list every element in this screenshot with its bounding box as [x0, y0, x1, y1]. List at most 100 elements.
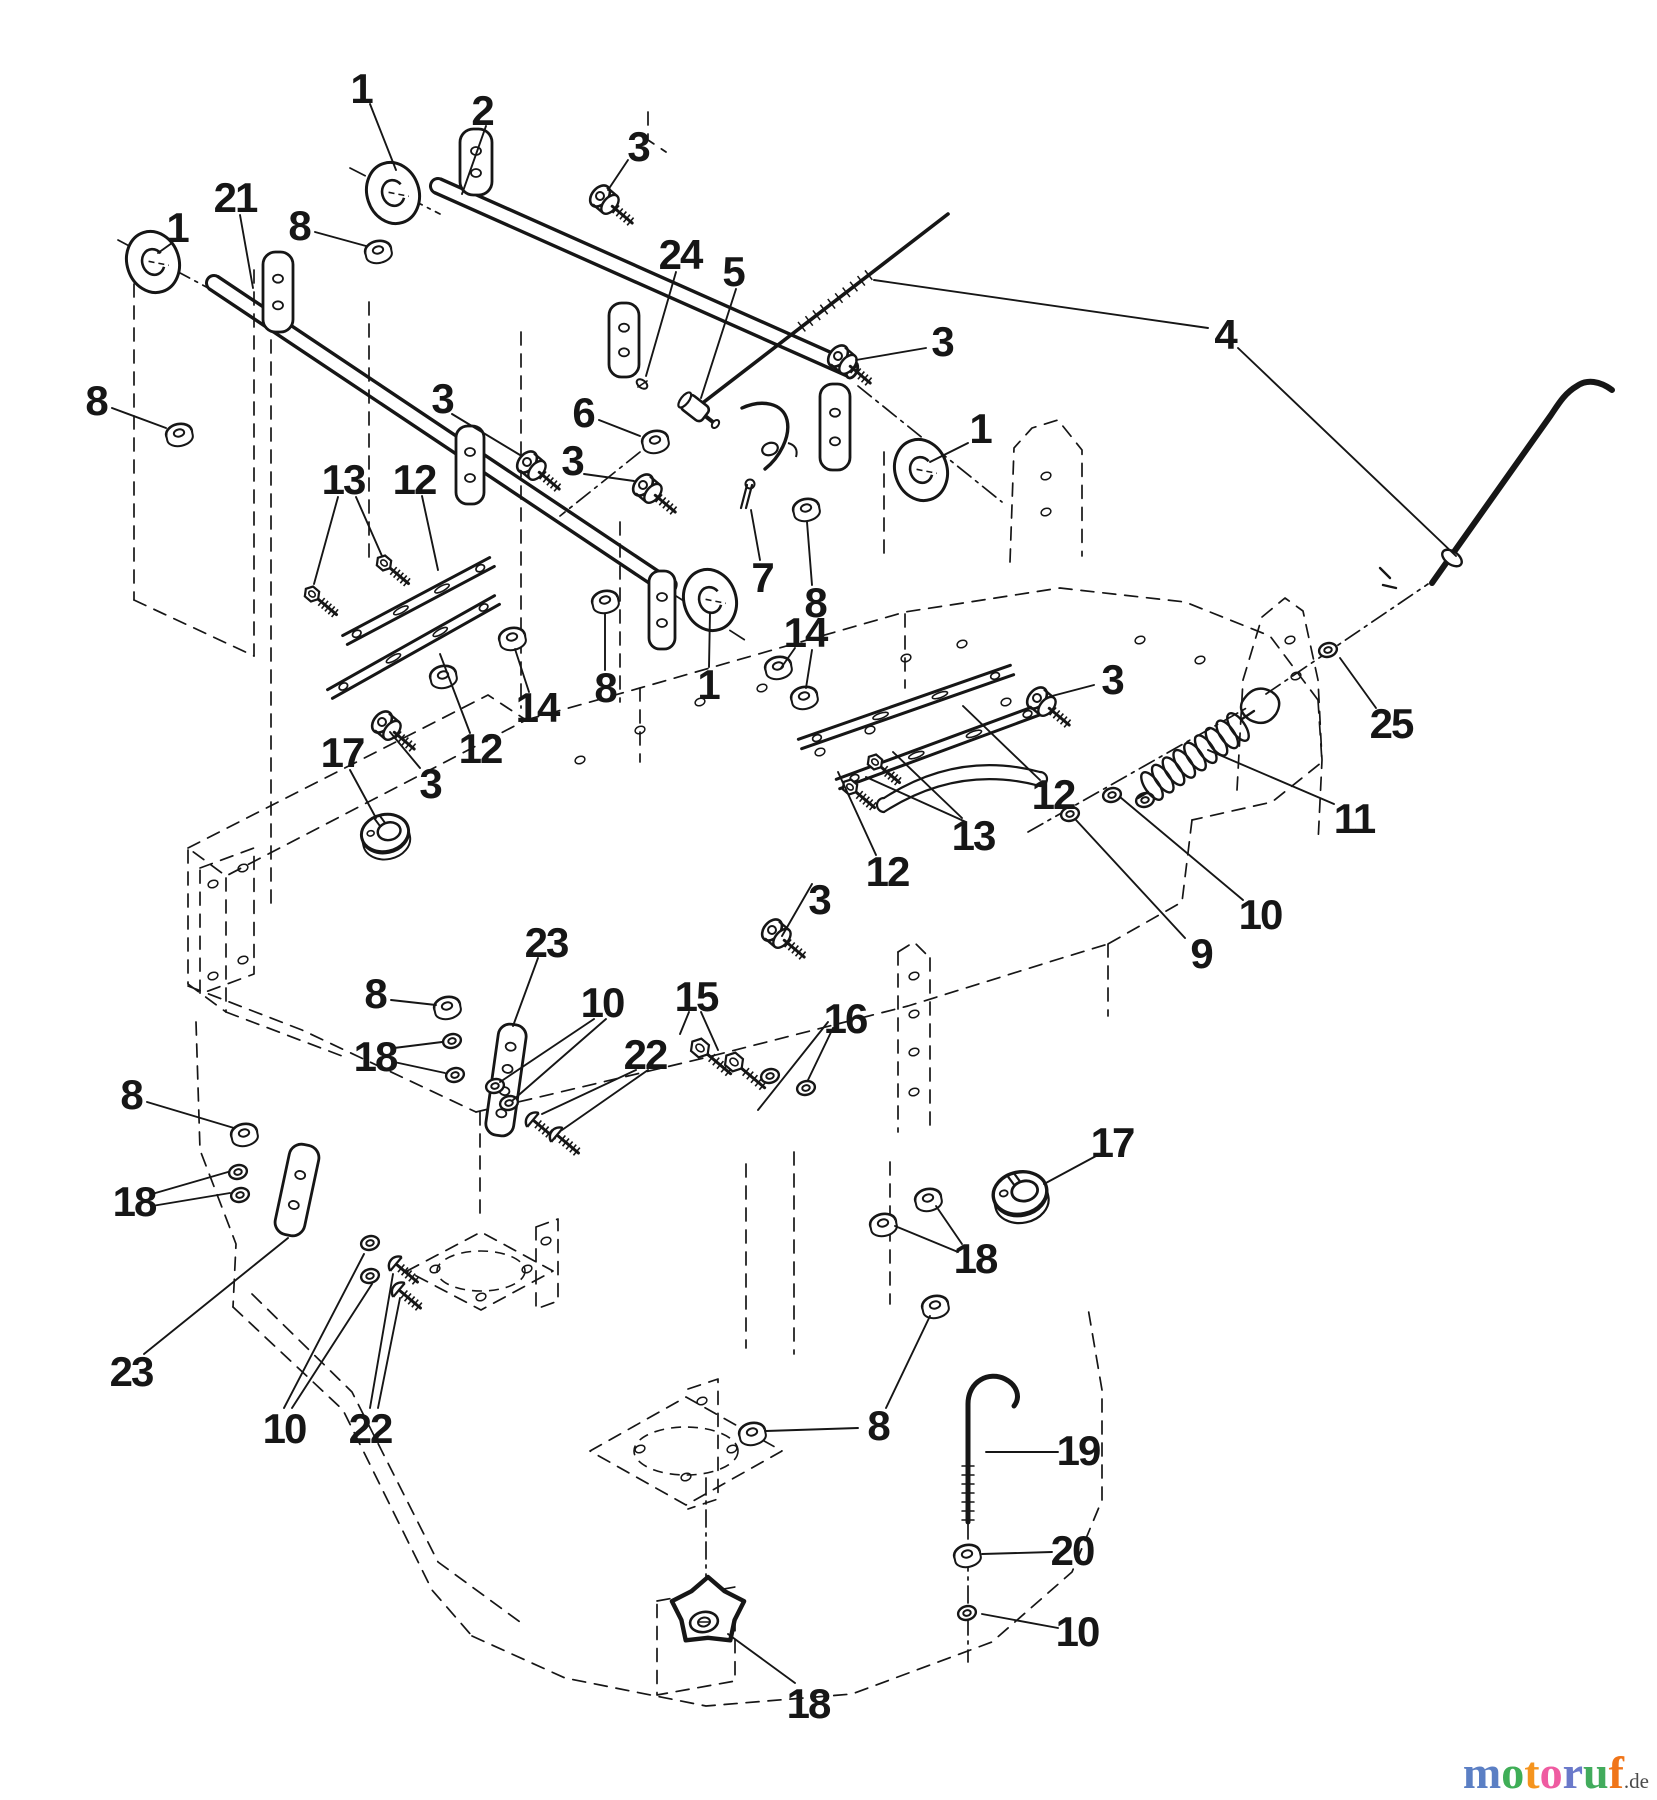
polyline: [535, 1218, 559, 1310]
line: [873, 279, 1209, 329]
line: [369, 1273, 394, 1409]
ellipse: [1065, 810, 1075, 818]
watermark-letter: f: [1608, 1747, 1624, 1798]
ellipse: [207, 879, 219, 889]
line: [389, 731, 421, 769]
ellipse: [1000, 697, 1012, 707]
ellipse: [900, 653, 912, 663]
polyline: [1087, 1307, 1103, 1501]
callout-10: 10: [1239, 891, 1282, 938]
ellipse: [962, 1609, 972, 1617]
line: [598, 419, 641, 437]
ellipse: [1101, 786, 1123, 804]
polyline: [1107, 819, 1193, 945]
shaft-collar-part: [991, 1170, 1050, 1225]
carriage-bolt-part: [548, 1126, 581, 1156]
callout-8: 8: [594, 664, 617, 711]
callout-18: 18: [354, 1033, 398, 1080]
callout-12: 12: [1032, 771, 1075, 818]
ellipse: [504, 1099, 514, 1107]
hex-bolt-part: [689, 1037, 733, 1077]
callout-1: 1: [350, 65, 373, 112]
roll-pin-part: [635, 378, 649, 390]
spacer-strip-part: [326, 594, 501, 700]
callout-8: 8: [288, 202, 311, 249]
line: [146, 1101, 235, 1129]
line: [929, 442, 969, 463]
callout-22: 22: [624, 1031, 667, 1078]
ellipse: [237, 863, 249, 873]
line: [1339, 657, 1377, 709]
line: [393, 1061, 446, 1074]
mounting-strap-part: [647, 569, 677, 651]
ellipse: [767, 925, 777, 935]
line: [151, 1171, 229, 1195]
mounting-strap-part: [818, 382, 852, 472]
polyline: [1191, 699, 1323, 821]
line: [349, 769, 377, 819]
ellipse: [795, 1079, 817, 1097]
line: [855, 347, 927, 361]
ellipse: [359, 1267, 381, 1285]
ellipse: [908, 1087, 920, 1097]
motoruf-watermark-logo[interactable]: motoruf.de: [1463, 1750, 1649, 1796]
ellipse: [956, 1604, 978, 1622]
line: [781, 883, 813, 937]
callout-19: 19: [1057, 1427, 1100, 1474]
line: [1119, 796, 1244, 901]
line: [377, 1297, 401, 1409]
flange-nut-part: [791, 497, 821, 523]
callout-1: 1: [166, 204, 189, 251]
cotter-pin-part: [739, 478, 756, 510]
flat-washer-part: [364, 160, 422, 226]
lift-rod-part: [1378, 378, 1615, 590]
washer-part: [1059, 805, 1081, 823]
ellipse: [696, 1396, 708, 1406]
flange-nut-part: [640, 429, 670, 455]
flange-nut-part: [920, 1294, 950, 1320]
callout-3: 3: [627, 123, 649, 170]
flange-nut-part: [737, 1421, 767, 1447]
callout-13: 13: [322, 456, 365, 503]
polyline: [199, 847, 255, 995]
deflector-knob-part: [669, 1574, 747, 1643]
ellipse: [908, 1009, 920, 1019]
callout-8: 8: [364, 970, 387, 1017]
flange-nut-part: [868, 1212, 898, 1238]
callout-2: 2: [471, 87, 493, 134]
ellipse: [1107, 791, 1117, 799]
callout-17: 17: [321, 729, 364, 776]
line: [390, 999, 437, 1006]
line: [1051, 684, 1095, 697]
line: [750, 509, 761, 561]
flange-nut-part: [164, 422, 194, 448]
ellipse: [814, 747, 826, 757]
line: [935, 1205, 963, 1245]
line: [143, 1237, 289, 1355]
callout-10: 10: [581, 979, 624, 1026]
hex-screw-part: [303, 585, 339, 618]
ellipse: [634, 1444, 646, 1454]
polyline: [406, 1231, 554, 1311]
ellipse: [633, 1426, 739, 1476]
ellipse: [359, 1234, 381, 1252]
callout-12: 12: [866, 848, 909, 895]
ellipse: [436, 1250, 526, 1292]
polyline: [232, 1306, 473, 1637]
ellipse: [1284, 635, 1296, 645]
ellipse: [638, 480, 648, 490]
j-bolt-part: [961, 1373, 1020, 1525]
watermark-letter: o: [1501, 1747, 1525, 1798]
ellipse: [490, 1082, 500, 1090]
flange-nut-part: [497, 626, 527, 652]
callout-3: 3: [419, 760, 441, 807]
mounting-strap-part: [261, 250, 295, 334]
line: [780, 647, 796, 669]
ellipse: [908, 971, 920, 981]
line: [291, 1283, 373, 1409]
ellipse: [697, 1616, 711, 1628]
callout-15: 15: [675, 973, 719, 1020]
socket-head-bolt-part: [631, 473, 678, 515]
washer-part: [444, 1066, 466, 1084]
